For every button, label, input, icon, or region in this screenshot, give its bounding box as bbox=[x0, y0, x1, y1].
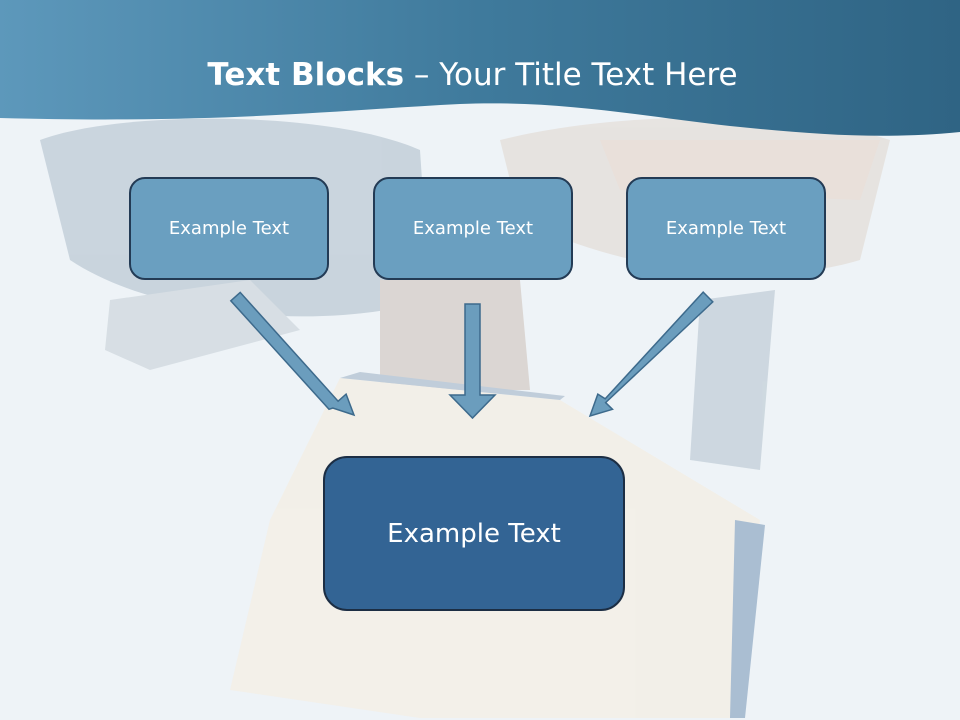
main-text-block-label: Example Text bbox=[387, 518, 561, 549]
text-block-3-label: Example Text bbox=[665, 218, 787, 239]
text-block-1-label: Example Text bbox=[168, 218, 290, 239]
arrow-left bbox=[229, 291, 356, 417]
title-bold: Text Blocks bbox=[207, 57, 405, 93]
arrow-center bbox=[448, 303, 497, 420]
title-dash: – bbox=[404, 57, 440, 93]
text-block-1: Example Text bbox=[129, 177, 329, 280]
slide-title: Text Blocks – Your Title Text Here bbox=[0, 52, 945, 98]
text-block-2: Example Text bbox=[373, 177, 573, 280]
text-block-3: Example Text bbox=[626, 177, 826, 280]
text-block-2-label: Example Text bbox=[412, 218, 534, 239]
arrow-right bbox=[588, 291, 714, 418]
main-text-block: Example Text bbox=[323, 456, 625, 611]
title-rest: Your Title Text Here bbox=[439, 57, 738, 93]
